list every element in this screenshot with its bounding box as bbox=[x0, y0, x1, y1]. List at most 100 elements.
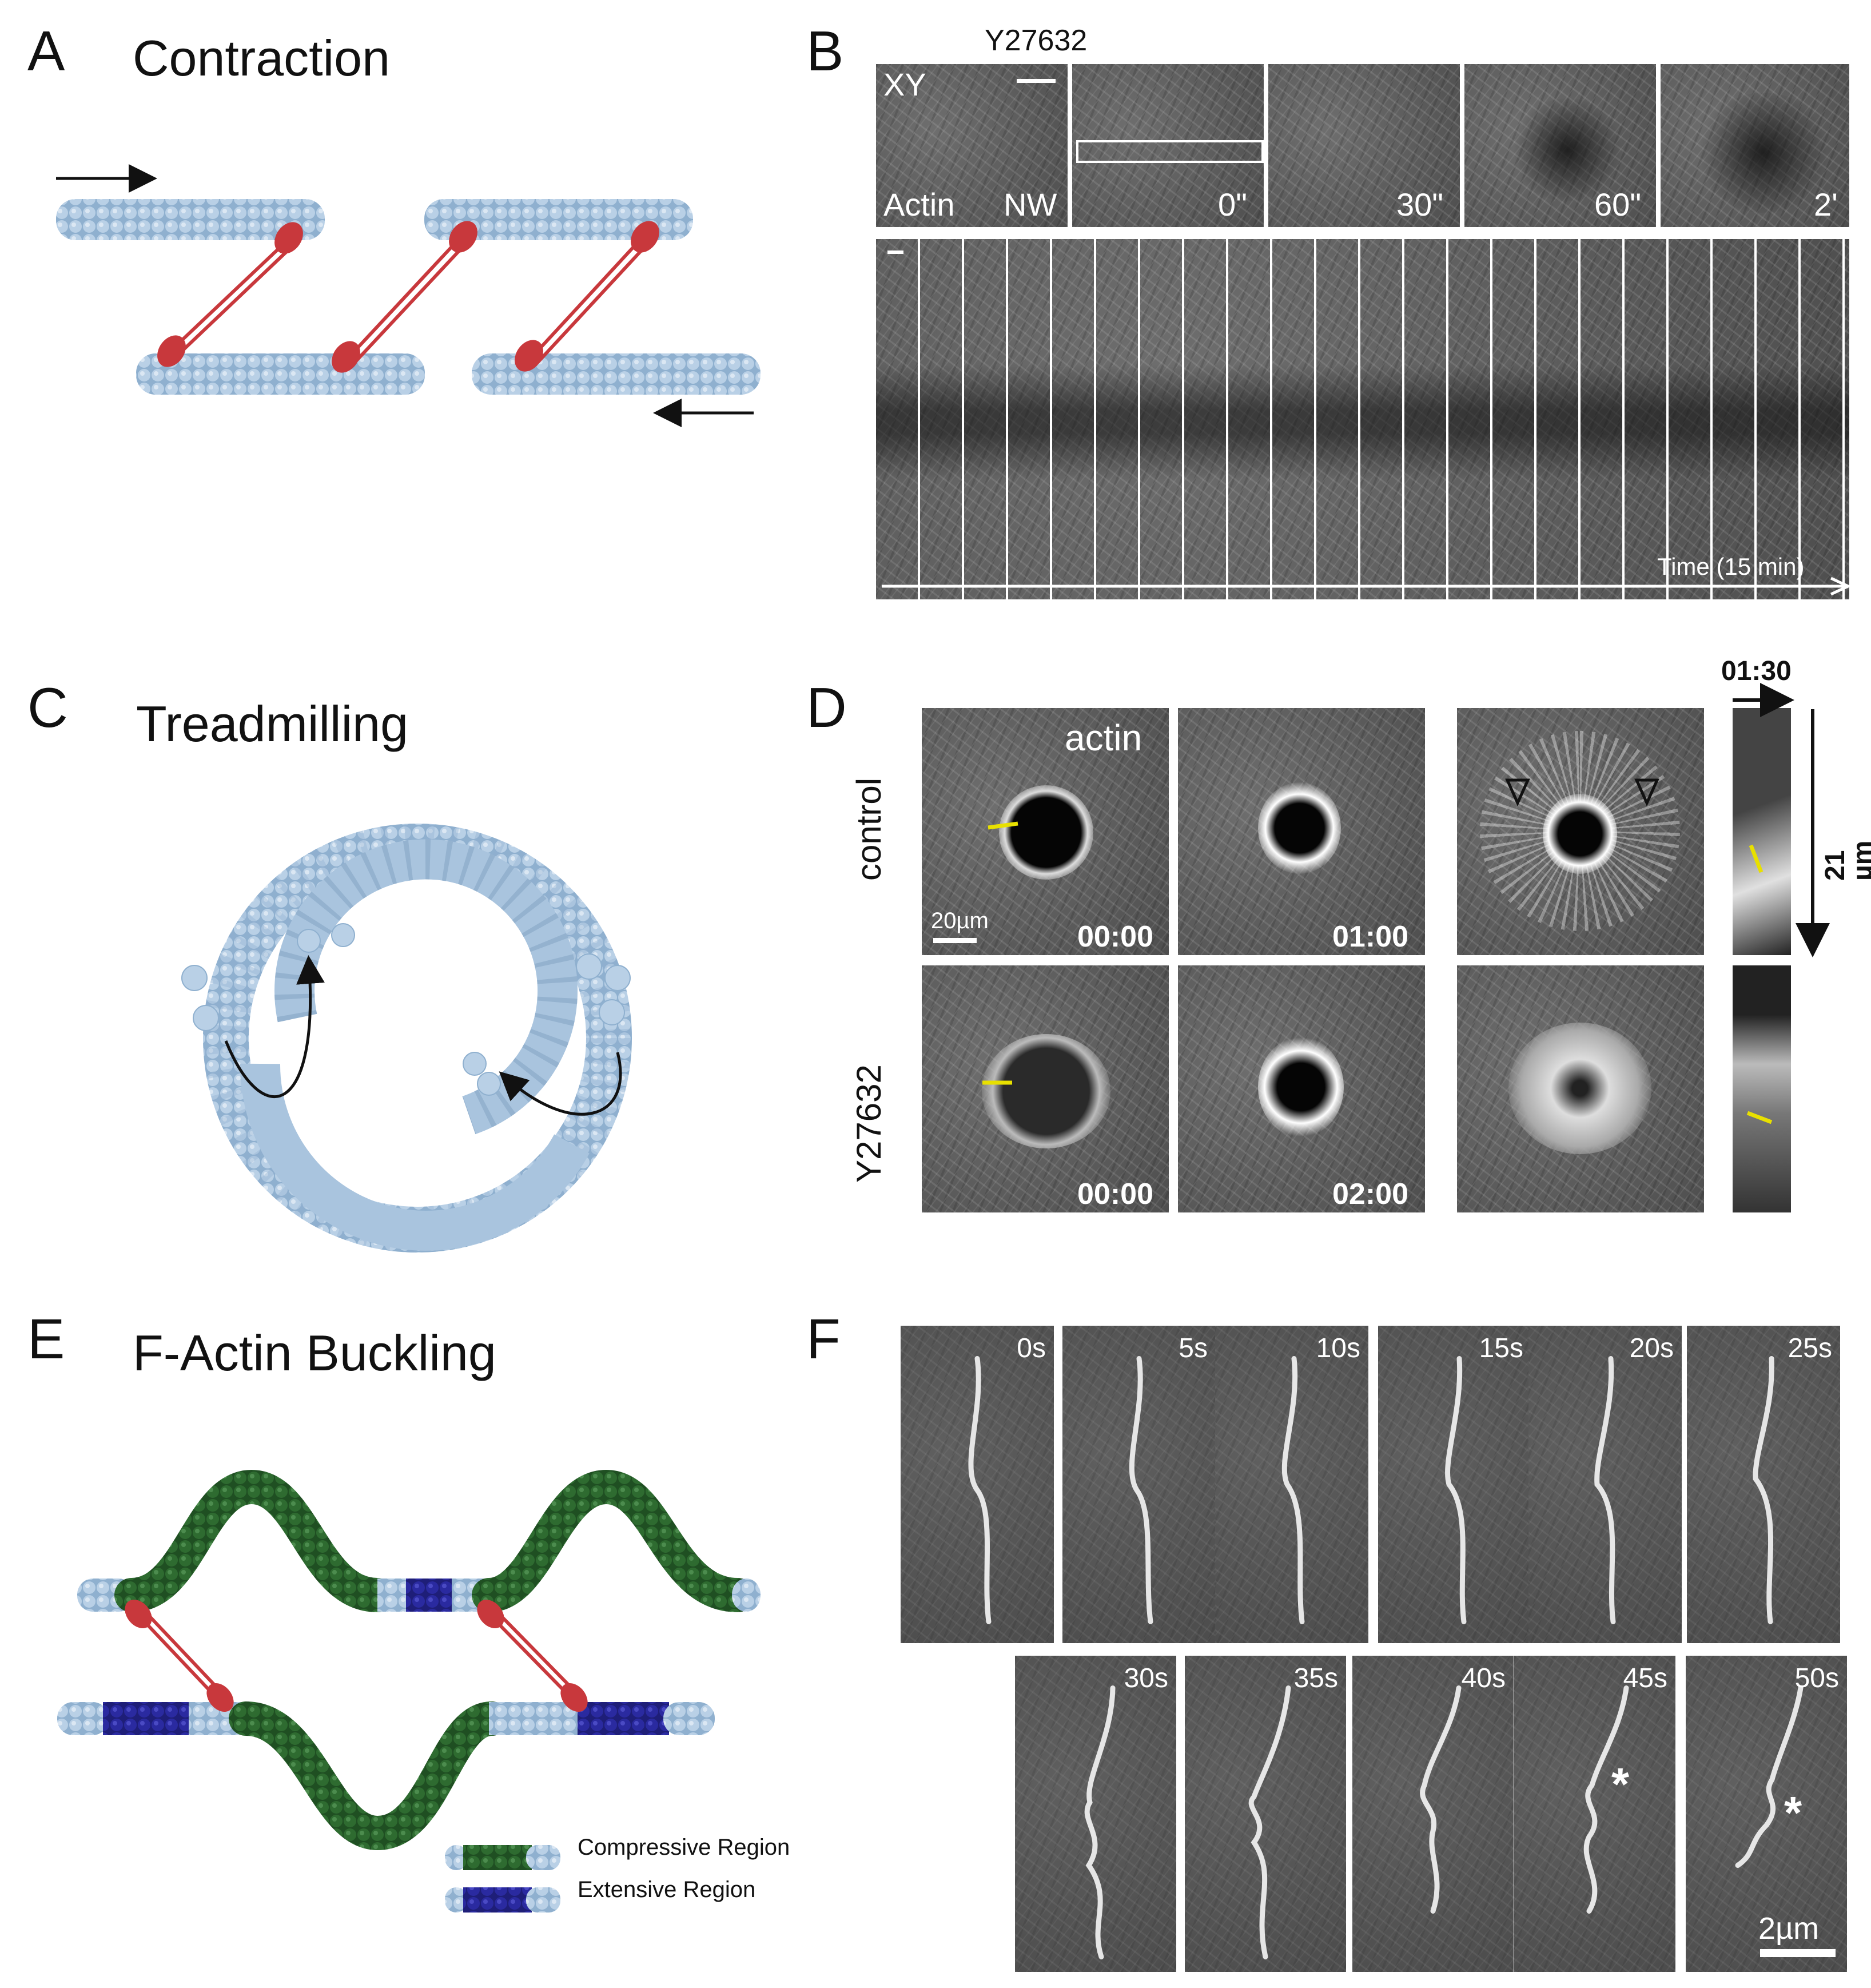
frame-time: 35s bbox=[1293, 1663, 1338, 1693]
time-axis-label: Time (15 min) bbox=[1657, 553, 1805, 580]
kymograph bbox=[1733, 965, 1791, 1212]
legend-swatch bbox=[463, 1845, 532, 1870]
timelapse-frame: 50s bbox=[1686, 1656, 1847, 1972]
asterisk-marker: * bbox=[1611, 1759, 1630, 1810]
scale-bar bbox=[1760, 1949, 1836, 1957]
frame-time: 45s bbox=[1623, 1663, 1667, 1693]
filament-trace bbox=[1583, 1685, 1629, 1914]
panel-title-c: Treadmilling bbox=[136, 695, 409, 752]
timelapse-frame: 10s bbox=[1215, 1326, 1368, 1643]
timelapse-frame: 40s bbox=[1352, 1656, 1514, 1972]
row-label: control bbox=[850, 777, 888, 881]
legend-swatch bbox=[526, 1845, 560, 1870]
microscopy-frame bbox=[1268, 64, 1460, 227]
buckling-diagram bbox=[57, 1469, 761, 1913]
panel-title-e: F-Actin Buckling bbox=[133, 1325, 496, 1381]
panel-title-a: Contraction bbox=[133, 30, 391, 86]
frame-time: 30s bbox=[1124, 1663, 1168, 1693]
panel-label-f: F bbox=[806, 1307, 841, 1370]
filament-trace bbox=[1129, 1356, 1153, 1624]
kymo-distance-label: 21 µm bbox=[1820, 840, 1871, 881]
frame-time: 20s bbox=[1629, 1333, 1674, 1363]
microscopy-frame bbox=[1457, 965, 1704, 1212]
treadmilling-diagram bbox=[181, 824, 632, 1253]
microscopy-frame bbox=[1072, 64, 1264, 227]
kymograph bbox=[1733, 708, 1791, 955]
filament-trace bbox=[1594, 1356, 1616, 1624]
microscopy-frame bbox=[876, 64, 1068, 227]
legend-label: Extensive Region bbox=[578, 1877, 756, 1902]
scale-label: 2µm bbox=[1758, 1911, 1820, 1946]
actin-filament bbox=[56, 199, 325, 240]
frame-time: 10s bbox=[1316, 1333, 1360, 1363]
legend-swatch bbox=[445, 1887, 468, 1913]
filament-trace bbox=[1084, 1685, 1116, 1959]
xy-label: XY bbox=[883, 66, 926, 102]
frame-time: 0s bbox=[1017, 1333, 1046, 1363]
kymo-time-label: 01:30 bbox=[1721, 656, 1792, 686]
scale-label: 20µm bbox=[931, 908, 989, 933]
timelapse-frame: 20s bbox=[1528, 1326, 1682, 1643]
panel-label-d: D bbox=[806, 676, 847, 739]
frame-time: 50s bbox=[1794, 1663, 1839, 1693]
legend-label: Compressive Region bbox=[578, 1835, 790, 1860]
timestamp: 02:00 bbox=[1332, 1178, 1408, 1211]
microscopy-frame bbox=[1178, 965, 1425, 1212]
timestamp: 01:00 bbox=[1332, 920, 1408, 953]
frame-time: 5s bbox=[1179, 1333, 1208, 1363]
timestamp: 00:00 bbox=[1077, 920, 1153, 953]
actin-label: actin bbox=[1065, 717, 1142, 758]
myosin-motor bbox=[170, 233, 655, 364]
time-arrow bbox=[882, 576, 1852, 596]
timelapse-frame: 35s bbox=[1185, 1656, 1346, 1972]
actin-filament bbox=[472, 353, 761, 395]
timelapse-frame: 5s bbox=[1062, 1326, 1216, 1643]
nw-label: NW bbox=[1004, 186, 1057, 222]
filament-trace bbox=[968, 1356, 992, 1624]
legend-swatch bbox=[463, 1887, 532, 1913]
filament-trace bbox=[1445, 1356, 1467, 1624]
microscopy-frame bbox=[922, 965, 1169, 1212]
timelapse-frame: 25s bbox=[1687, 1326, 1840, 1643]
scale-bar bbox=[887, 251, 903, 254]
filament-trace bbox=[1753, 1356, 1774, 1624]
filament-trace bbox=[1281, 1356, 1305, 1624]
asterisk-marker: * bbox=[1784, 1787, 1802, 1838]
microscopy-frame bbox=[1457, 708, 1704, 955]
drug-label: Y27632 bbox=[985, 24, 1088, 57]
timestamp: 00:00 bbox=[1077, 1178, 1153, 1211]
microscopy-frame bbox=[922, 708, 1169, 955]
selection-box bbox=[1076, 140, 1264, 163]
frame-time: 0" bbox=[1218, 186, 1248, 222]
microscopy-frame bbox=[1178, 708, 1425, 955]
frame-time: 60" bbox=[1594, 186, 1642, 222]
actin-filament bbox=[424, 199, 693, 240]
arrowhead-icon bbox=[1505, 778, 1530, 807]
row-label: Y27632 bbox=[850, 1064, 888, 1183]
scale-bar bbox=[933, 938, 977, 943]
legend-swatch bbox=[445, 1845, 468, 1870]
panel-label-a: A bbox=[27, 19, 65, 82]
filament-trace bbox=[1735, 1685, 1804, 1868]
panel-label-e: E bbox=[27, 1307, 65, 1370]
frame-time: 2' bbox=[1814, 186, 1838, 222]
microscopy-frame bbox=[1464, 64, 1656, 227]
filament-trace bbox=[1420, 1685, 1462, 1914]
scale-bar bbox=[1017, 79, 1056, 83]
kymograph-montage bbox=[876, 239, 1849, 599]
contraction-diagram bbox=[56, 164, 761, 427]
frame-time: 30" bbox=[1396, 186, 1444, 222]
panel-label-c: C bbox=[27, 676, 68, 739]
timelapse-frame: 30s bbox=[1015, 1656, 1176, 1972]
frame-time: 25s bbox=[1788, 1333, 1832, 1363]
arrowhead-icon bbox=[1634, 778, 1659, 807]
timelapse-frame: 15s bbox=[1378, 1326, 1531, 1643]
panel-label-b: B bbox=[806, 19, 844, 82]
timelapse-frame: 45s bbox=[1514, 1656, 1675, 1972]
frame-time: 15s bbox=[1479, 1333, 1523, 1363]
legend-swatch bbox=[526, 1887, 560, 1913]
microscopy-frame bbox=[1661, 64, 1849, 227]
frame-time: 40s bbox=[1461, 1663, 1506, 1693]
